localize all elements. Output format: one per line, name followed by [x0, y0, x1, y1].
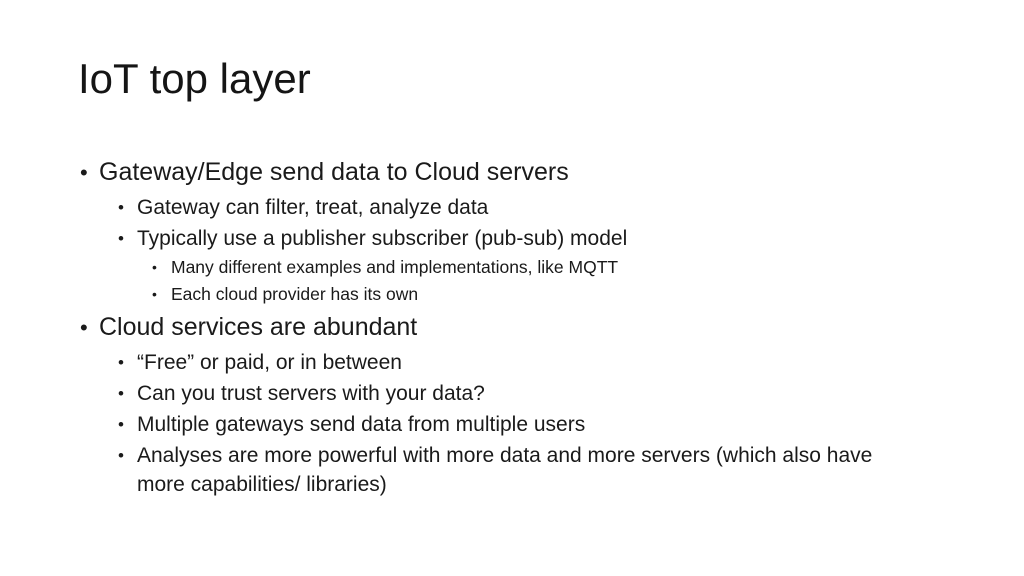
bullet-item: • Gateway can filter, treat, analyze dat… — [0, 193, 1024, 222]
bullet-text: Typically use a publisher subscriber (pu… — [137, 227, 628, 250]
bullet-icon: • — [118, 384, 124, 403]
bullet-icon: • — [118, 198, 124, 217]
bullet-text: Analyses are more powerful with more dat… — [137, 444, 873, 496]
bullet-icon: • — [118, 415, 124, 434]
bullet-text: Each cloud provider has its own — [171, 284, 419, 304]
bullet-icon: • — [118, 229, 124, 248]
bullet-item: • Gateway/Edge send data to Cloud server… — [0, 157, 1024, 188]
bullet-text: Multiple gateways send data from multipl… — [137, 413, 586, 436]
bullet-item: • Cloud services are abundant — [0, 312, 1024, 343]
bullet-item: • “Free” or paid, or in between — [0, 348, 1024, 377]
bullet-list: • Gateway/Edge send data to Cloud server… — [0, 152, 1024, 501]
bullet-icon: • — [152, 259, 157, 275]
bullet-text: Gateway/Edge send data to Cloud servers — [99, 158, 569, 186]
bullet-text: Can you trust servers with your data? — [137, 382, 485, 405]
bullet-icon: • — [152, 286, 157, 302]
bullet-text: “Free” or paid, or in between — [137, 351, 402, 374]
bullet-item: • Can you trust servers with your data? — [0, 379, 1024, 408]
bullet-icon: • — [80, 315, 88, 340]
bullet-text: Many different examples and implementati… — [171, 257, 619, 277]
bullet-icon: • — [118, 353, 124, 372]
bullet-icon: • — [118, 446, 124, 465]
bullet-item: • Analyses are more powerful with more d… — [0, 441, 1024, 499]
bullet-text: Cloud services are abundant — [99, 313, 418, 341]
bullet-item: • Each cloud provider has its own — [0, 282, 1024, 307]
bullet-item: • Multiple gateways send data from multi… — [0, 410, 1024, 439]
slide-title: IoT top layer — [78, 55, 311, 102]
bullet-item: • Typically use a publisher subscriber (… — [0, 224, 1024, 253]
bullet-icon: • — [80, 160, 88, 185]
bullet-item: • Many different examples and implementa… — [0, 255, 1024, 280]
bullet-text: Gateway can filter, treat, analyze data — [137, 196, 489, 219]
